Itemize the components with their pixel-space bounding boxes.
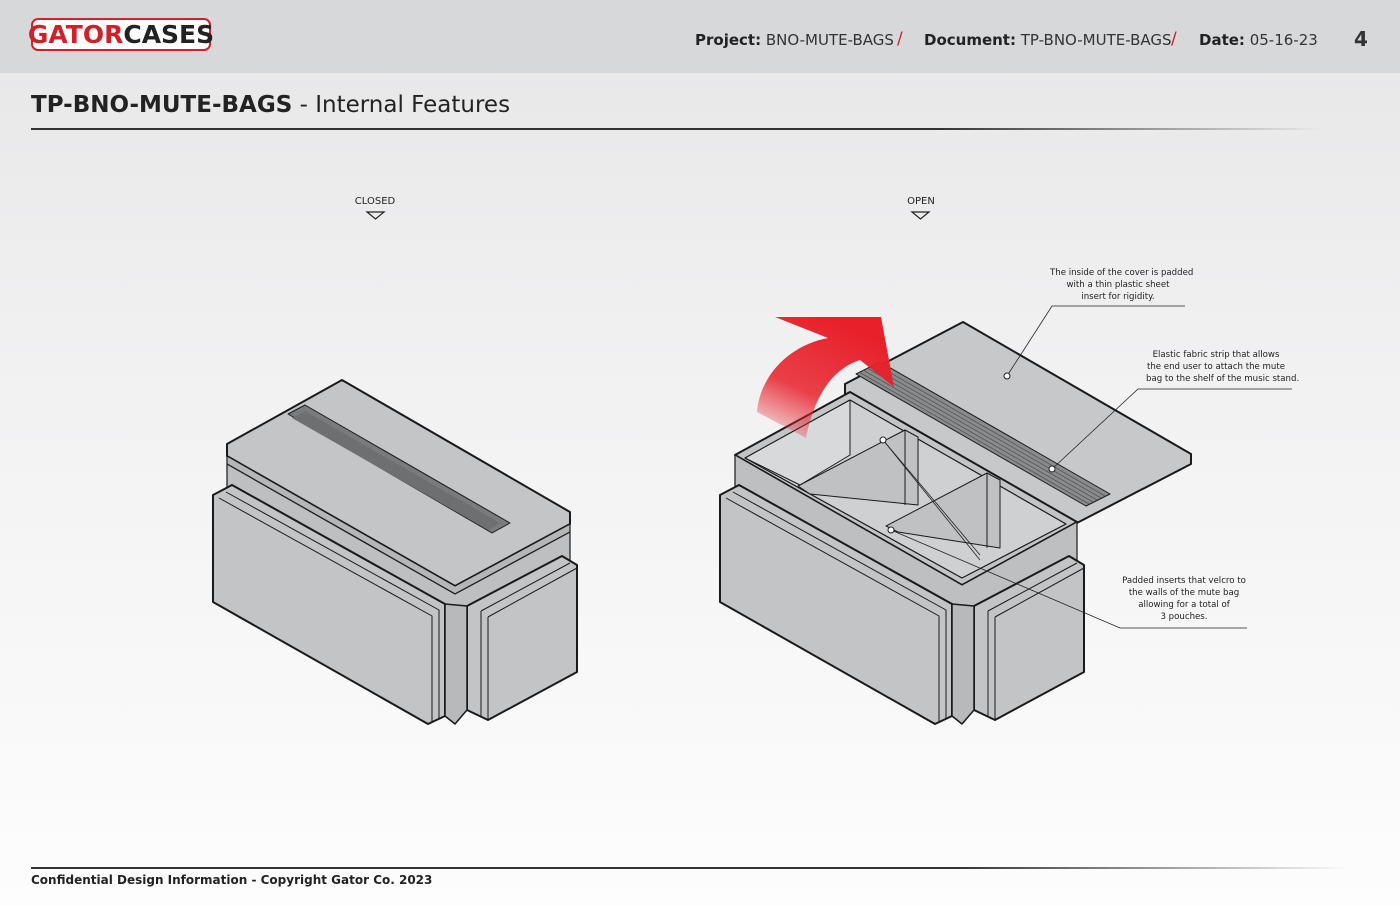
project-value: BNO-MUTE-BAGS xyxy=(765,31,894,49)
inserts-callout-line-4: 3 pouches. xyxy=(1160,612,1208,622)
callout-leaders xyxy=(882,305,1292,629)
cover-leader-line xyxy=(1006,305,1185,377)
closed-handle-inner xyxy=(292,411,500,530)
closed-case-illustration xyxy=(212,379,578,725)
inserts-callout-line-2: the walls of the mute bag xyxy=(1128,588,1240,598)
project-label: Project: xyxy=(695,31,762,49)
strip-callout-line-1: Elastic fabric strip that allows xyxy=(1152,350,1280,360)
inserts-callout-line-1: Padded inserts that velcro to xyxy=(1122,576,1246,586)
gator-cases-logo[interactable]: GATORCASES xyxy=(27,18,215,51)
strip-callout: Elastic fabric strip that allows the end… xyxy=(1146,349,1300,385)
strip-callout-line-2: the end user to attach the mute xyxy=(1146,362,1286,372)
page-title-rest: - Internal Features xyxy=(292,92,511,118)
cover-callout: The inside of the cover is padded with a… xyxy=(1050,267,1194,303)
open-direction-arrow-icon xyxy=(757,317,894,438)
header-bar: GATORCASES Project: BNO-MUTE-BAGS / Docu… xyxy=(0,0,1400,73)
page-title-bold: TP-BNO-MUTE-BAGS xyxy=(31,92,293,118)
inserts-callout-line-3: allowing for a total of xyxy=(1138,600,1230,610)
title-rule xyxy=(31,128,1321,130)
date-value: 05-16-23 xyxy=(1249,31,1318,49)
open-case-illustration xyxy=(719,321,1192,725)
inserts-leader-line-1 xyxy=(882,439,981,556)
cover-callout-line-2: with a thin plastic sheet xyxy=(1066,280,1170,290)
footer-text: Confidential Design Information - Copyri… xyxy=(31,873,433,887)
document-meta: Document: TP-BNO-MUTE-BAGS xyxy=(924,31,1172,49)
open-view-label: OPEN xyxy=(907,196,935,207)
date-label: Date: xyxy=(1199,31,1245,49)
insert-callout-dot-1 xyxy=(879,436,887,444)
footer-rule xyxy=(31,867,1351,869)
project-meta: Project: BNO-MUTE-BAGS xyxy=(695,31,894,49)
closed-marker-triangle-icon xyxy=(365,211,386,220)
separator-2: / xyxy=(1171,29,1177,49)
document-label: Document: xyxy=(924,31,1016,49)
cover-callout-line-1: The inside of the cover is padded xyxy=(1050,268,1194,278)
page-title: TP-BNO-MUTE-BAGS - Internal Features xyxy=(31,92,510,118)
closed-view-label: CLOSED xyxy=(354,196,396,207)
separator-1: / xyxy=(897,29,903,49)
strip-callout-dot xyxy=(1048,465,1056,473)
insert-callout-dot-2 xyxy=(887,526,895,534)
cover-callout-dot xyxy=(1003,372,1011,380)
closed-body-front xyxy=(444,603,468,725)
strip-leader-line xyxy=(1051,388,1292,470)
logo-part-1: GATOR xyxy=(27,20,124,49)
divider-2 xyxy=(885,472,1001,549)
page-number: 4 xyxy=(1354,27,1368,51)
interior-back-wall xyxy=(744,399,851,486)
logo-part-2: CASES xyxy=(123,20,215,49)
inserts-callout: Padded inserts that velcro to the walls … xyxy=(1122,575,1246,623)
date-meta: Date: 05-16-23 xyxy=(1199,31,1318,49)
strip-callout-line-3: bag to the shelf of the music stand. xyxy=(1146,374,1300,384)
divider-1 xyxy=(797,429,919,506)
inserts-leader-line-3 xyxy=(882,439,981,561)
cover-callout-line-3: insert for rigidity. xyxy=(1081,292,1155,302)
document-value: TP-BNO-MUTE-BAGS xyxy=(1020,31,1172,49)
inserts-leader-line-2 xyxy=(890,529,1247,629)
open-body-front xyxy=(951,603,975,725)
open-marker-triangle-icon xyxy=(910,211,931,220)
